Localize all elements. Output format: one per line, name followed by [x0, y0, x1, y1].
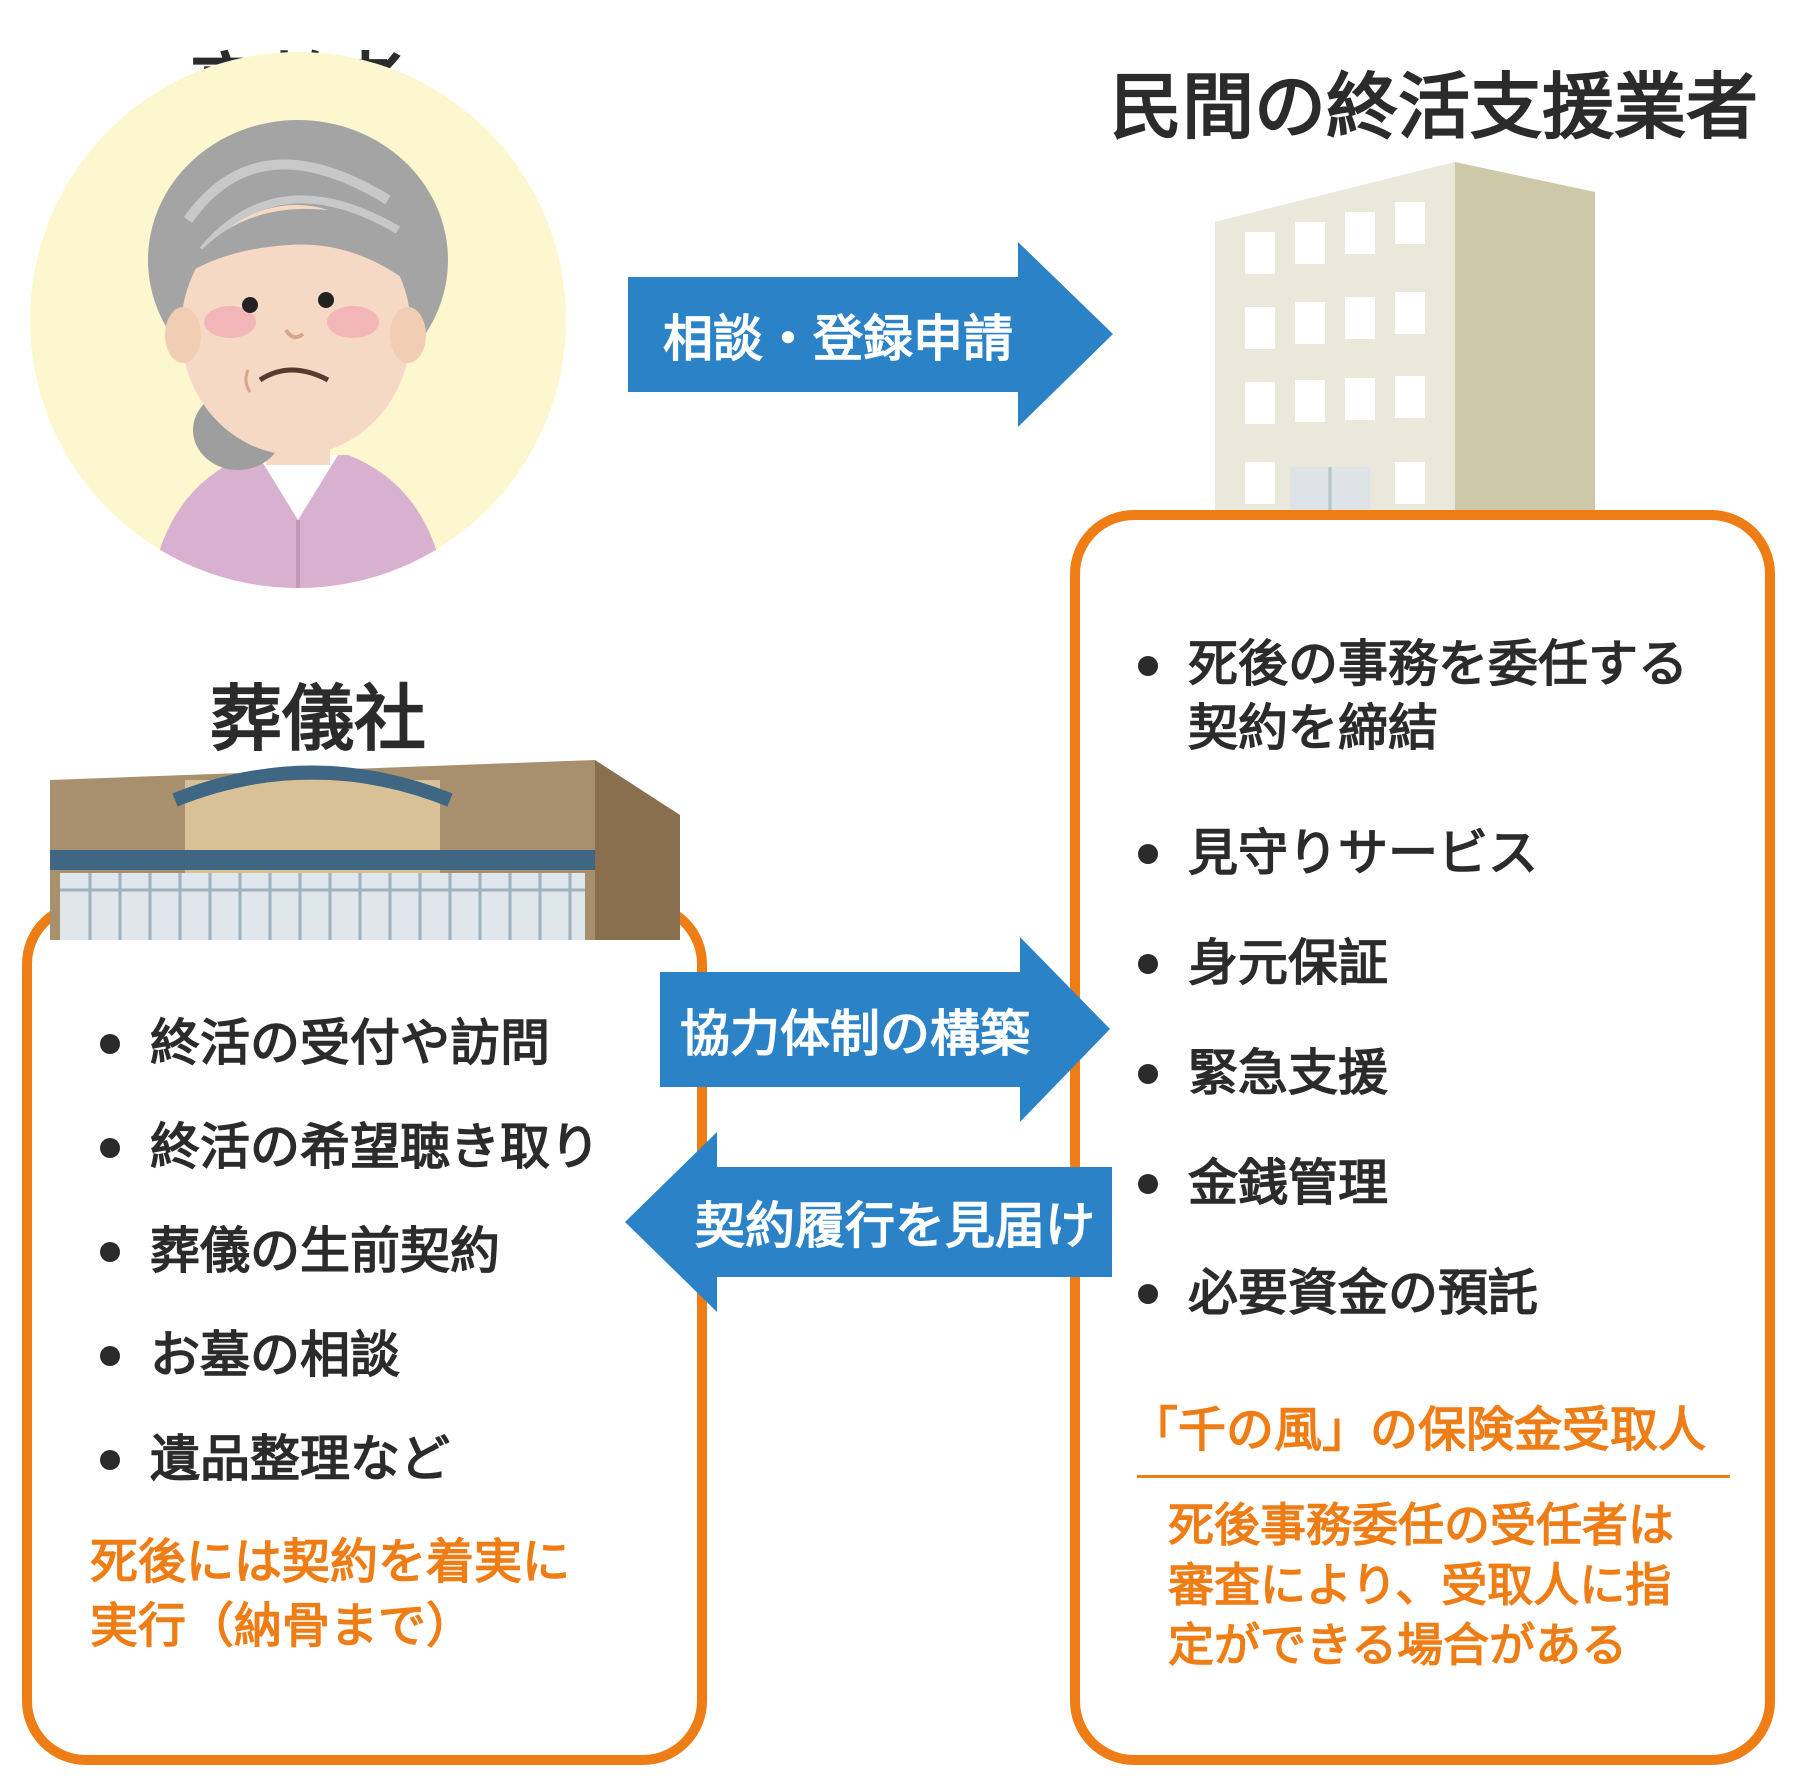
- arrow-label-fulfillment: 契約履行を見届け: [695, 1197, 1095, 1255]
- list-item: 終活の受付や訪問: [100, 1010, 600, 1076]
- funeral-services-list: 終活の受付や訪問 終活の希望聴き取り 葬儀の生前契約 お墓の相談 遺品整理など: [100, 1010, 600, 1492]
- list-item: 見守りサービス: [1138, 820, 1538, 886]
- provider-heading: 民間の終活支援業者: [1110, 65, 1759, 149]
- funeral-home-building-icon: [50, 760, 680, 940]
- funeral-box: [22, 900, 707, 1765]
- arrow-left-fulfillment: [625, 1132, 1112, 1312]
- list-item: お墓の相談: [100, 1322, 600, 1388]
- beneficiary-title: 「千の風」の保険金受取人: [1130, 1402, 1707, 1458]
- funeral-note: 死後には契約を着実に 実行（納骨まで）: [90, 1534, 571, 1654]
- arrow-right-consult: [628, 242, 1113, 427]
- provider-box: [1070, 510, 1775, 1765]
- arrow-label-consult: 相談・登録申請: [663, 309, 1013, 368]
- list-item: 必要資金の預託: [1138, 1260, 1538, 1326]
- list-item: 葬儀の生前契約: [100, 1218, 600, 1284]
- list-item: 終活の希望聴き取り: [100, 1114, 600, 1180]
- list-item: 契約を締結: [1188, 699, 1438, 757]
- elderly-person-illustration: [30, 52, 566, 588]
- provider-services-list-2: 見守りサービス 身元保証 緊急支援 金銭管理 必要資金の預託: [1138, 820, 1538, 1326]
- beneficiary-divider: [1137, 1475, 1730, 1478]
- beneficiary-note: 死後事務委任の受任者は 審査により、受取人に指 定ができる場合がある: [1168, 1498, 1674, 1672]
- funeral-heading: 葬儀社: [210, 677, 427, 761]
- list-item: 死後の事務を委任する: [1138, 632, 1688, 696]
- list-item: 遺品整理など: [100, 1426, 600, 1492]
- list-item: 金銭管理: [1138, 1150, 1538, 1216]
- list-item: 緊急支援: [1138, 1040, 1538, 1106]
- office-building-icon: [1215, 162, 1595, 557]
- arrow-right-cooperation: [660, 937, 1110, 1122]
- provider-services-list: 死後の事務を委任する 契約を締結: [1138, 632, 1688, 760]
- list-item: 身元保証: [1138, 930, 1538, 996]
- arrow-label-cooperation: 協力体制の構築: [680, 1004, 1030, 1063]
